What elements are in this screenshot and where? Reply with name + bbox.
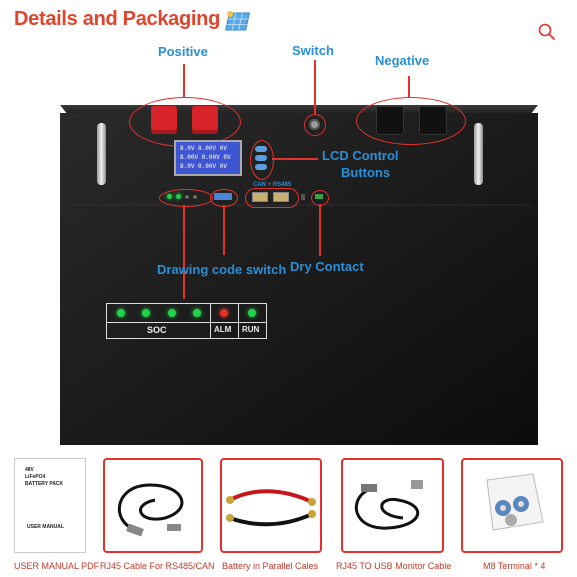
battery-body <box>60 105 538 445</box>
lcd-button-up[interactable] <box>255 146 267 152</box>
drawing-code-switch-callout: Drawing code switch <box>157 262 287 277</box>
lcd-line: 8.00V 0.00V 0V <box>180 154 231 161</box>
accessory-caption: RJ45 Cable For RS485/CAN <box>100 561 215 571</box>
lcd-button-down[interactable] <box>255 164 267 170</box>
negative-terminal <box>419 106 447 135</box>
alm-led <box>220 309 228 317</box>
lcd-screen: 8.0V 8.00V 0V 8.00V 0.00V 0V 8.0V 0.00V … <box>174 140 242 176</box>
status-led <box>185 195 189 199</box>
usb-cable-icon <box>354 480 423 530</box>
accessory-caption: Battery in Parallel Cales <box>222 561 319 571</box>
port-highlight <box>245 188 299 208</box>
status-led <box>176 194 181 199</box>
status-led <box>193 195 197 199</box>
accessory-caption: RJ45 TO USB Monitor Cable <box>336 561 452 571</box>
left-handle <box>97 123 106 185</box>
positive-terminal <box>151 106 177 134</box>
soc-led <box>168 309 176 317</box>
lcd-buttons-highlight <box>250 140 274 180</box>
lcd-callout-line2: Buttons <box>341 165 391 180</box>
negative-terminal <box>376 106 404 135</box>
run-label: RUN <box>242 325 260 334</box>
terminal-thumbnail[interactable] <box>461 458 563 553</box>
positive-callout: Positive <box>158 44 208 59</box>
switch-highlight <box>304 114 326 136</box>
dry-contact-port[interactable] <box>315 194 323 199</box>
run-led <box>248 309 256 317</box>
power-switch[interactable] <box>309 119 320 130</box>
lcd-button-ok[interactable] <box>255 155 267 161</box>
accessory-caption: M8 Terminal * 4 <box>483 561 546 571</box>
negative-highlight <box>356 97 466 145</box>
soc-led <box>142 309 150 317</box>
soc-label: SOC <box>147 325 167 335</box>
rj45-cable-thumbnail[interactable] <box>103 458 203 553</box>
manual-thumbnail[interactable]: 48V LiFePO4 BATTERY PACK USER MANUAL <box>14 458 86 553</box>
status-led <box>167 194 172 199</box>
lcd-callout-line1: LCD Control <box>322 148 399 163</box>
rj45-port[interactable] <box>252 192 268 202</box>
manual-icon: 48V LiFePO4 BATTERY PACK <box>25 467 64 487</box>
terminal-icon <box>486 473 544 531</box>
lcd-line: 8.0V 0.00V 0V <box>180 163 227 170</box>
parallel-cables-thumbnail[interactable] <box>220 458 322 553</box>
rj45-port[interactable] <box>273 192 289 202</box>
accessory-caption: USER MANUAL PDF <box>14 561 100 571</box>
drawing-code-switch[interactable] <box>214 193 232 200</box>
indicator-panel: SOC ALM RUN <box>106 303 267 339</box>
soc-led <box>117 309 125 317</box>
switch-callout: Switch <box>292 43 334 58</box>
right-handle <box>474 123 483 185</box>
dry-contact-callout: Dry Contact <box>290 259 364 274</box>
page-title: Details and Packaging <box>14 8 220 30</box>
zoom-icon[interactable] <box>537 22 557 42</box>
lcd-line: 8.0V 8.00V 0V <box>180 145 227 152</box>
port-label: CAN + RS485 <box>253 182 292 188</box>
small-port <box>301 194 305 200</box>
soc-led <box>193 309 201 317</box>
alm-label: ALM <box>214 325 232 334</box>
positive-terminal <box>192 106 218 134</box>
rj45-cable-icon <box>117 483 184 537</box>
parallel-cables-icon <box>226 489 316 527</box>
negative-callout: Negative <box>375 53 430 68</box>
usb-cable-thumbnail[interactable] <box>341 458 444 553</box>
solar-panel-icon <box>225 11 250 31</box>
